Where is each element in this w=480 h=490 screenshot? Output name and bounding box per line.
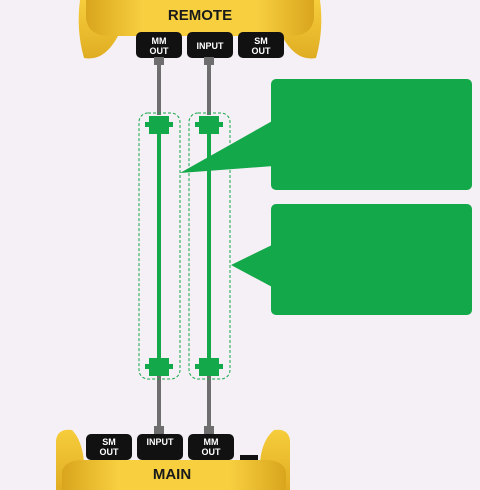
main-unit [56,429,290,490]
fiber-cable-right [195,57,223,434]
remote-port-sm-out [238,32,284,58]
cable-left-bottom-stub [154,426,164,434]
cable-right-bottom-stub [204,426,214,434]
connector-left-bottom [145,358,173,376]
remote-unit [78,0,322,59]
connector-left-top [145,116,173,134]
main-right-tab [240,455,258,462]
connector-right-bottom [195,358,223,376]
remote-title: REMOTE [167,7,233,24]
remote-housing [86,0,314,36]
remote-port-input [187,32,233,58]
main-title: MAIN [152,466,192,483]
callout-top [180,79,472,190]
remote-port-mm-out [136,32,182,58]
main-port-label-sm-out: SM OUT [99,437,119,457]
main-port-label-mm-out: MM OUT [201,437,221,457]
remote-port-label-sm-out: SM OUT [251,36,271,56]
highlight-box-left [138,112,181,380]
main-port-sm-out [86,434,132,460]
callout-bottom-text [271,204,472,315]
callout-bottom [231,204,472,315]
remote-port-label-mm-out: MM OUT [149,36,169,56]
fiber-cable-left [145,57,173,434]
main-port-label-input: INPUT [146,437,174,447]
callout-top-text [271,79,472,190]
cable-right-top-stub [204,57,214,65]
main-port-input [137,434,183,460]
connector-right-top [195,116,223,134]
main-port-mm-out [188,434,234,460]
highlight-box-right [188,112,231,380]
cable-left-top-stub [154,57,164,65]
main-housing [62,460,286,490]
remote-port-label-input: INPUT [196,41,224,51]
